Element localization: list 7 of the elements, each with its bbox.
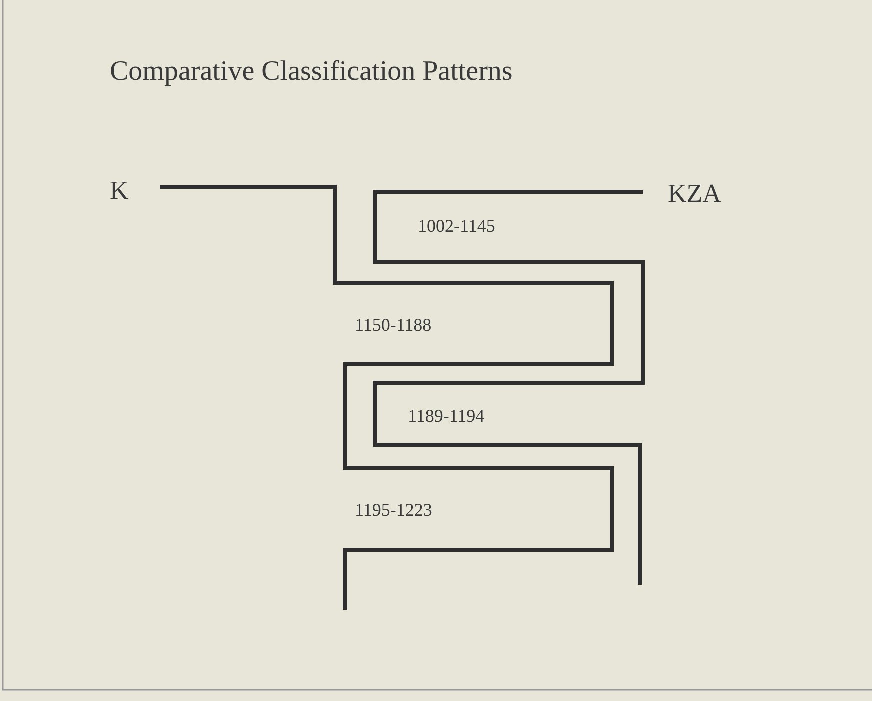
range-label: 1189-1194 — [408, 406, 485, 427]
series-label: KZA — [668, 179, 722, 209]
range-label: 1195-1223 — [355, 500, 432, 521]
series-label: K — [110, 176, 129, 206]
range-label: 1150-1188 — [355, 315, 432, 336]
range-label: 1002-1145 — [418, 216, 496, 237]
title: Comparative Classification Patterns — [110, 56, 513, 88]
